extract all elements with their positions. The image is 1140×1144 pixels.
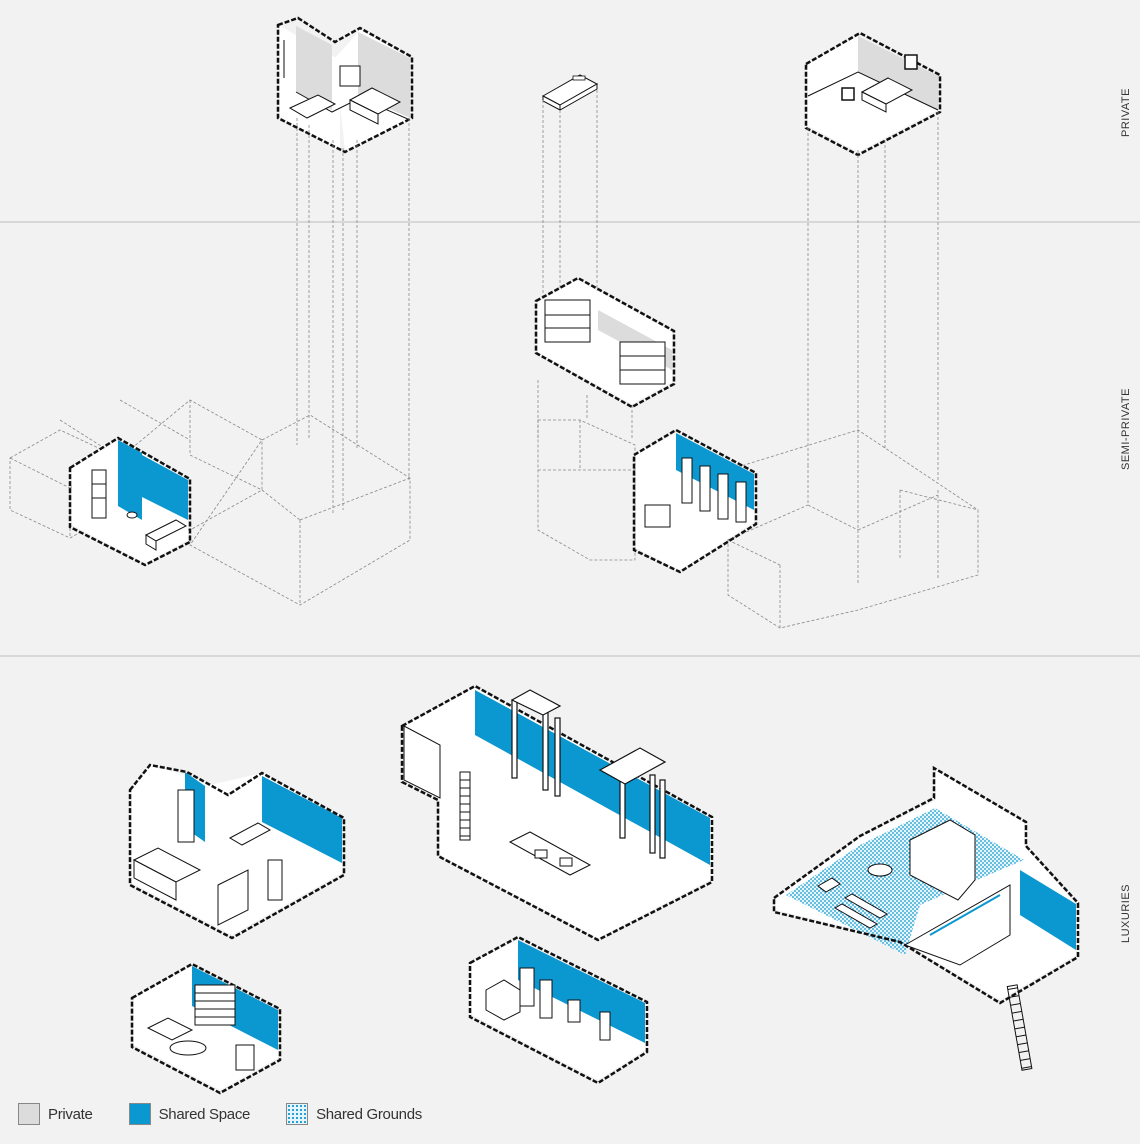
- private-room-bedroom: [804, 31, 942, 157]
- luxury-media-room: [130, 962, 282, 1095]
- legend-item-shared-space: Shared Space: [128, 1103, 251, 1125]
- legend-label-shared-space: Shared Space: [158, 1105, 251, 1123]
- private-room-bathroom: [276, 16, 414, 154]
- projection-lines: [296, 90, 939, 515]
- shared-grounds-swatch: [286, 1103, 309, 1125]
- band-label-private: PRIVATE: [1120, 88, 1132, 137]
- legend-item-private: Private: [18, 1103, 93, 1125]
- legend-label-shared-grounds: Shared Grounds: [316, 1105, 422, 1123]
- semi-private-bunk-room: [534, 276, 676, 409]
- legend-item-shared-grounds: Shared Grounds: [286, 1103, 422, 1125]
- shared-space-swatch: [128, 1103, 151, 1125]
- legend-label-private: Private: [48, 1105, 93, 1123]
- semi-private-washroom: [632, 428, 758, 574]
- band-label-semi-private: SEMI-PRIVATE: [1120, 388, 1132, 470]
- luxury-storage: [468, 935, 649, 1085]
- luxury-lounge: [128, 763, 346, 940]
- luxury-hall: [400, 684, 714, 942]
- private-module: [541, 74, 599, 111]
- luxury-grounds: [772, 765, 1080, 1071]
- wireframe-right: [537, 419, 979, 629]
- semi-private-bathroom: [68, 436, 192, 567]
- band-label-luxuries: LUXURIES: [1120, 883, 1132, 943]
- legend: Private Shared Space Shared Grounds: [18, 1103, 422, 1125]
- private-swatch: [18, 1103, 40, 1125]
